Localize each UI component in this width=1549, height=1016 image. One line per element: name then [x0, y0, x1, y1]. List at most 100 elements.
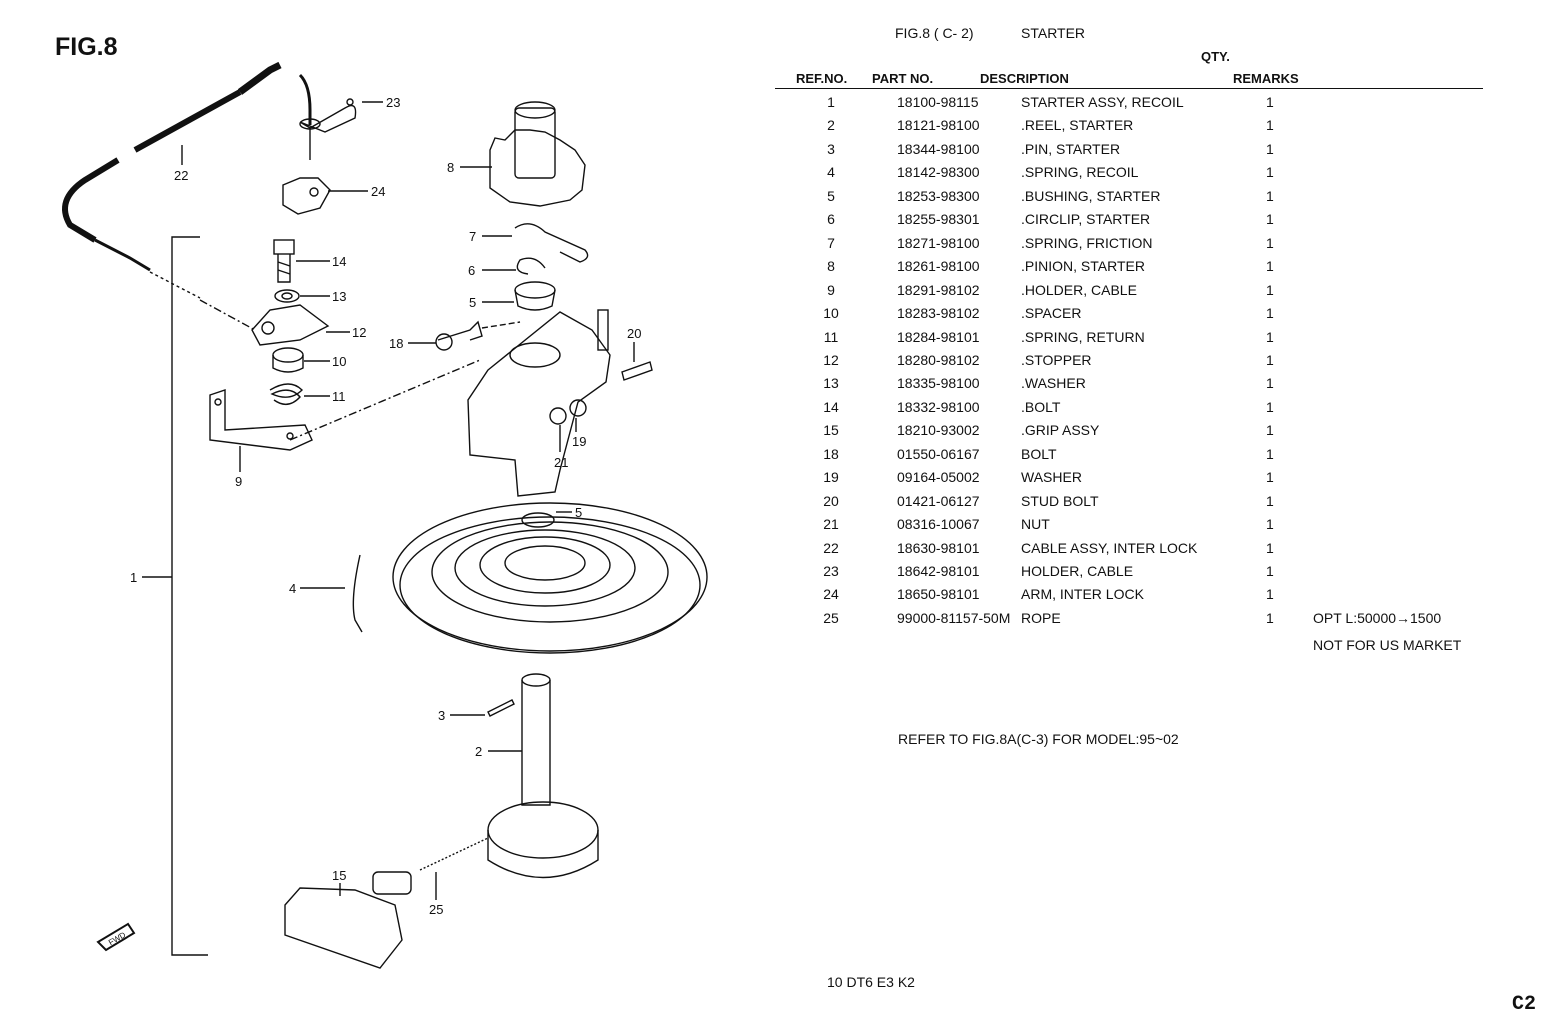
part-no-cell: 01421-06127: [897, 492, 980, 509]
callout-3: 3: [438, 708, 445, 723]
ref-no-cell: 10: [823, 305, 839, 322]
part-no-cell: 18642-98101: [897, 563, 980, 579]
part-no-cell: 09164-05002: [897, 469, 980, 486]
qty-cell: 1: [1266, 94, 1274, 110]
reel-shaft-2: [521, 680, 551, 806]
description-cell: .GRIP ASSY: [1021, 422, 1100, 439]
description-cell: .SPACER: [1021, 305, 1082, 322]
bolt-14: [273, 239, 295, 255]
description-cell: STUD BOLT: [1021, 492, 1099, 509]
ref-no-cell: 19: [823, 469, 839, 486]
figure-label: FIG.8: [55, 33, 118, 61]
ref-no-cell: 23: [823, 563, 839, 579]
qty-cell: 1: [1266, 328, 1274, 345]
qty-cell: 1: [1266, 211, 1274, 228]
ref-no-cell: 25: [823, 609, 839, 626]
callout-5-lower: 5: [575, 505, 582, 520]
rope-25: [419, 837, 489, 871]
callout-7: 7: [469, 229, 476, 244]
callout-10: 10: [332, 354, 346, 369]
ref-no-cell: 11: [823, 328, 839, 345]
arm-24: [282, 177, 331, 215]
description-cell: NUT: [1021, 516, 1050, 533]
qty-cell: 1: [1266, 164, 1274, 181]
qty-cell: 1: [1266, 445, 1274, 462]
description-cell: CABLE ASSY, INTER LOCK: [1021, 539, 1198, 556]
part-no-cell: 18650-98101: [897, 586, 980, 603]
qty-cell: 1: [1266, 422, 1274, 439]
description-cell: .CIRCLIP, STARTER: [1021, 211, 1151, 228]
ref-no-cell: 18: [823, 445, 839, 462]
recoil-reel-4: [392, 502, 708, 652]
qty-cell: 1: [1266, 492, 1274, 509]
qty-cell: 1: [1266, 281, 1274, 298]
model-code: 10 DT6 E3 K2: [827, 974, 915, 990]
pin-3: [487, 699, 515, 717]
callout-6: 6: [468, 263, 475, 278]
fwd-label: FWD: [107, 930, 127, 947]
description-cell: .PINION, STARTER: [1021, 258, 1145, 275]
qty-cell: 1: [1266, 539, 1274, 556]
part-no-cell: 18142-98300: [897, 164, 980, 181]
ref-no-header: REF.NO.: [796, 71, 848, 86]
description-cell: WASHER: [1021, 469, 1082, 486]
section-title: STARTER: [1021, 25, 1086, 41]
circlip-6: [516, 257, 546, 275]
ref-no-cell: 2: [827, 117, 835, 134]
ref-no-cell: 24: [823, 586, 839, 603]
description-cell: ARM, INTER LOCK: [1021, 586, 1144, 603]
callout-14: 14: [332, 254, 346, 269]
description-cell: .REEL, STARTER: [1021, 117, 1134, 134]
description-cell: BOLT: [1021, 445, 1057, 462]
figure-reference: FIG.8 ( C- 2): [895, 25, 974, 41]
nut-21: [549, 407, 567, 425]
bushing-5: [514, 281, 556, 299]
page-code: C2: [1512, 993, 1537, 1016]
part-no-cell: 18283-98102: [897, 305, 980, 322]
callout-1: 1: [130, 570, 137, 585]
ref-no-cell: 4: [827, 164, 835, 181]
part-no-cell: 18100-98115: [897, 94, 979, 110]
ref-no-cell: 5: [827, 187, 835, 204]
ref-no-cell: 3: [827, 140, 835, 157]
qty-cell: 1: [1266, 234, 1274, 251]
callout-8: 8: [447, 160, 454, 175]
holder-23: [299, 104, 357, 133]
description-cell: STARTER ASSY, RECOIL: [1021, 94, 1184, 110]
description-header: DESCRIPTION: [980, 71, 1069, 86]
callout-22: 22: [174, 168, 188, 183]
part-no-cell: 18253-98300: [897, 187, 980, 204]
qty-cell: 1: [1266, 305, 1274, 322]
ref-no-cell: 15: [823, 422, 839, 439]
callout-11: 11: [332, 389, 346, 404]
stud-bolt-20: [621, 361, 653, 381]
ref-no-cell: 9: [827, 281, 835, 298]
qty-cell: 1: [1266, 398, 1274, 415]
qty-cell: 1: [1266, 375, 1274, 392]
friction-spring-7: [514, 223, 589, 263]
ref-no-cell: 8: [827, 258, 835, 275]
qty-cell: 1: [1266, 563, 1274, 579]
description-cell: .SPRING, RETURN: [1021, 328, 1145, 345]
callout-12: 12: [352, 325, 366, 340]
spacer-10: [272, 347, 304, 363]
bolt-18: [437, 320, 483, 341]
part-no-cell: 18332-98100: [897, 398, 980, 415]
description-cell: .SPRING, FRICTION: [1021, 234, 1153, 251]
reel-2: [487, 801, 599, 859]
part-no-cell: 18291-98102: [897, 281, 980, 298]
part-no-cell: 18344-98100: [897, 140, 980, 157]
part-no-header: PART NO.: [872, 71, 934, 86]
qty-cell: 1: [1266, 117, 1274, 134]
description-cell: .WASHER: [1021, 375, 1086, 392]
description-cell: .SPRING, RECOIL: [1021, 164, 1139, 181]
callout-15: 15: [332, 868, 346, 883]
callout-24: 24: [371, 184, 385, 199]
callout-5: 5: [469, 295, 476, 310]
callout-18: 18: [389, 336, 403, 351]
ref-no-cell: 12: [823, 351, 839, 368]
qty-cell: 1: [1266, 140, 1274, 157]
qty-header: QTY.: [1201, 49, 1230, 64]
remarks-cell: OPT L:50000→1500: [1313, 609, 1442, 626]
callout-9: 9: [235, 474, 242, 489]
